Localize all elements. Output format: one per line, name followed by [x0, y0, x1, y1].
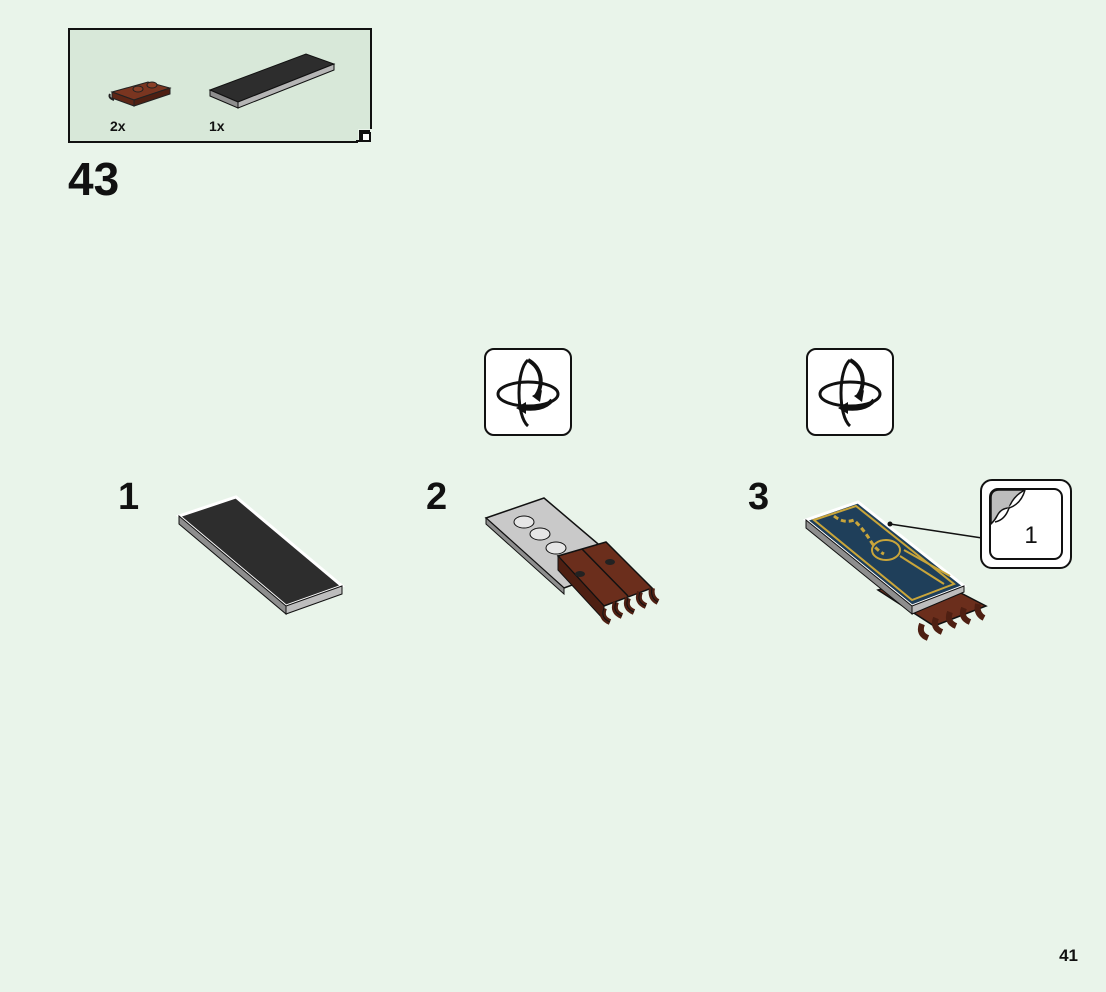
page-number: 41: [1059, 946, 1078, 965]
rotate-model-icon: [496, 358, 560, 428]
sticker-icon: [991, 490, 1026, 526]
part-quantity-tile: 1x: [209, 118, 225, 134]
rotate-model-callout-2: [806, 348, 894, 436]
rotate-model-icon: [818, 358, 882, 428]
substep-1-black-tile: [175, 495, 345, 616]
substep-3-decorated-tile: [802, 500, 988, 641]
part-quantity-plate: 2x: [110, 118, 126, 134]
submodel-corner-icon: [356, 130, 371, 142]
substep-number-3: 3: [748, 476, 770, 518]
substep-number-2: 2: [426, 476, 448, 518]
substep-2-tile-with-clips: [484, 497, 660, 625]
part-black-tile: [208, 53, 336, 109]
part-plate-with-clip: [108, 81, 172, 107]
sticker-frame: 1: [989, 488, 1063, 560]
parts-list-box: 2x 1x: [68, 28, 372, 143]
sticker-number: 1: [1024, 522, 1038, 549]
substep-number-1: 1: [118, 476, 140, 518]
step-number: 43: [68, 153, 120, 205]
rotate-model-callout-1: [484, 348, 572, 436]
sticker-callout: 1: [980, 479, 1072, 569]
